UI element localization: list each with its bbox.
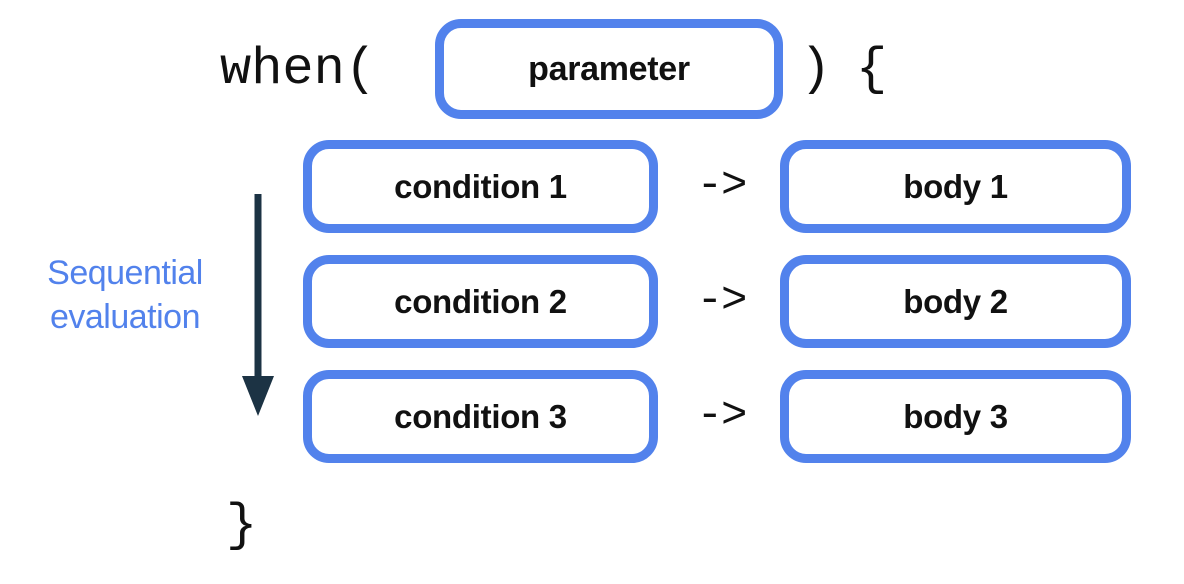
sequential-evaluation-line-2: evaluation (49, 297, 201, 336)
branch-arrow-3: -> (696, 391, 748, 441)
body-box-1-label: body 1 (903, 168, 1008, 205)
condition-box-3-label: condition 3 (394, 398, 567, 435)
body-box-3-label: body 3 (903, 398, 1008, 435)
sequential-evaluation-down-arrow-icon (242, 194, 274, 416)
code-token-brace-open: { (856, 40, 888, 99)
sequential-evaluation-line-1: Sequential (47, 254, 203, 292)
parameter-box[interactable]: parameter (435, 19, 783, 119)
body-box-2-label: body 2 (903, 283, 1008, 320)
condition-box-1[interactable]: condition 1 (303, 140, 658, 233)
condition-box-3[interactable]: condition 3 (303, 370, 658, 463)
parameter-box-label: parameter (528, 50, 690, 88)
branch-arrow-1: -> (696, 161, 748, 211)
code-token-when-open: when( (220, 40, 377, 99)
condition-box-2[interactable]: condition 2 (303, 255, 658, 348)
sequential-evaluation-label: Sequential evaluation (10, 252, 240, 339)
body-box-3[interactable]: body 3 (780, 370, 1131, 463)
body-box-1[interactable]: body 1 (780, 140, 1131, 233)
condition-box-1-label: condition 1 (394, 168, 567, 205)
branch-arrow-2: -> (696, 276, 748, 326)
condition-box-2-label: condition 2 (394, 283, 567, 320)
body-box-2[interactable]: body 2 (780, 255, 1131, 348)
code-token-paren-close: ) (800, 40, 832, 99)
code-token-brace-close: } (226, 496, 258, 555)
